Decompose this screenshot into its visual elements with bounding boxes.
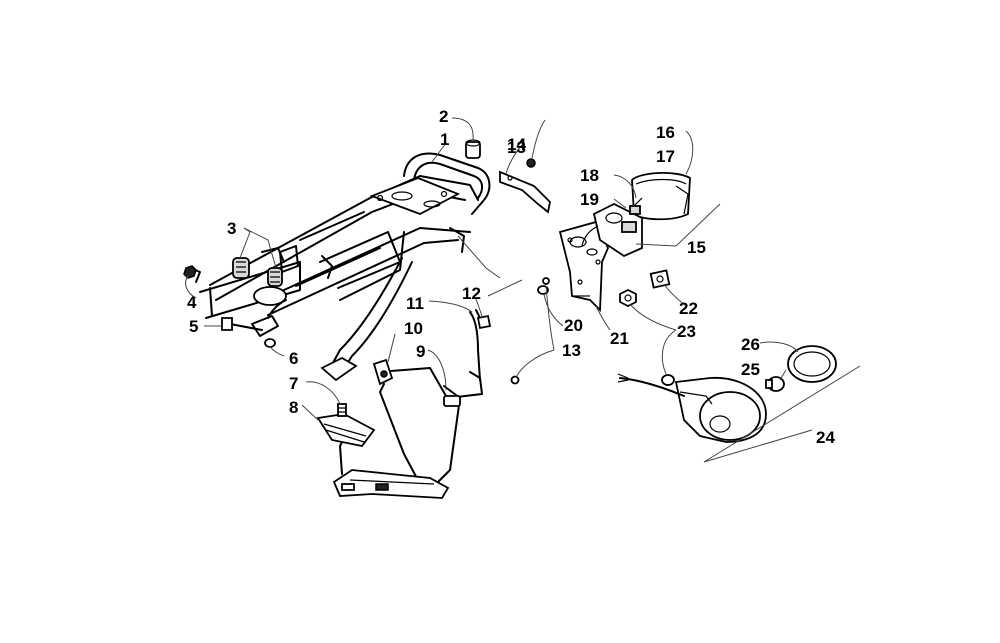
callout-14: 14 <box>507 135 526 154</box>
callout-2: 2 <box>439 107 448 126</box>
callout-15: 15 <box>687 238 706 257</box>
leader-lines <box>185 117 861 463</box>
callout-5: 5 <box>189 317 198 336</box>
washer-part-6[interactable] <box>264 338 276 348</box>
tail-light-wire <box>581 225 599 247</box>
bulb-part-25[interactable] <box>765 376 785 392</box>
callout-24: 24 <box>816 428 835 447</box>
footrest-bracket-part-9[interactable] <box>377 309 483 493</box>
callout-20: 20 <box>564 316 583 335</box>
turn-signal-wire <box>619 377 685 397</box>
nut-part-13-upper[interactable] <box>526 158 536 168</box>
callout-labels: 1 2 3 4 5 6 7 8 9 10 11 12 13 13 14 15 1… <box>187 107 835 447</box>
callout-4: 4 <box>187 293 197 312</box>
lens-part-26[interactable] <box>787 345 837 383</box>
callout-26: 26 <box>741 335 760 354</box>
nut-part-23[interactable] <box>619 288 675 386</box>
bolt-part-7[interactable] <box>337 403 347 417</box>
turn-signal-housing-part-24[interactable] <box>674 377 767 443</box>
rubber-bumper <box>232 257 283 287</box>
callout-9: 9 <box>416 342 425 361</box>
callout-8: 8 <box>289 398 298 417</box>
clip-part-10[interactable] <box>372 358 394 386</box>
tail-light-housing-part-19[interactable] <box>592 202 643 258</box>
callout-18: 18 <box>580 166 599 185</box>
bracket-part-14[interactable] <box>499 170 551 214</box>
callout-10: 10 <box>404 319 423 338</box>
callout-13-lower: 13 <box>562 341 581 360</box>
callout-13-upper: 13 <box>507 138 526 157</box>
bolt-part-12[interactable] <box>476 314 492 330</box>
bulb-socket-part-18[interactable] <box>629 197 643 215</box>
callout-21: 21 <box>610 329 629 348</box>
callout-6: 6 <box>289 349 298 368</box>
callout-1: 1 <box>440 130 449 149</box>
rear-frame[interactable] <box>189 152 491 382</box>
footrest-platform[interactable] <box>332 433 450 499</box>
nut-part-13-lower[interactable] <box>510 277 550 385</box>
callout-25: 25 <box>741 360 760 379</box>
washer-part-20[interactable] <box>537 285 549 295</box>
nut-part-4[interactable] <box>183 265 197 279</box>
callout-17: 17 <box>656 147 675 166</box>
plate-light-part-22[interactable] <box>649 269 671 289</box>
callout-22: 22 <box>679 299 698 318</box>
callout-16: 16 <box>656 123 675 142</box>
callout-11: 11 <box>406 294 424 313</box>
callout-7: 7 <box>289 374 298 393</box>
callout-12: 12 <box>462 284 481 303</box>
callout-23: 23 <box>677 322 696 341</box>
callout-3: 3 <box>227 219 236 238</box>
foot-peg-part-8[interactable] <box>316 413 376 447</box>
cap-part-2[interactable] <box>465 139 481 159</box>
callout-19: 19 <box>580 190 599 209</box>
